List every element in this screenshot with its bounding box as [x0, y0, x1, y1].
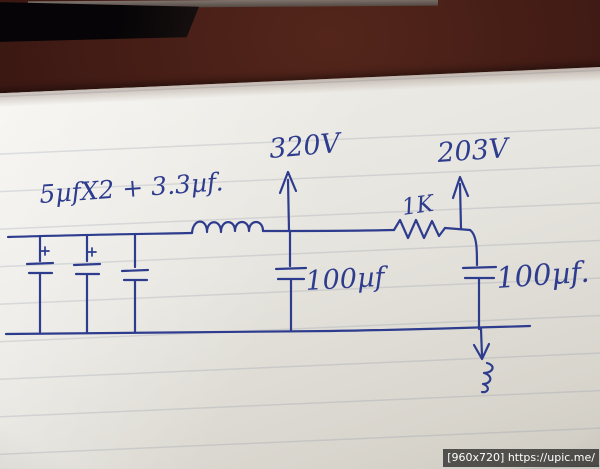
capacitor-right	[461, 228, 498, 331]
ground-symbol-arrow	[472, 342, 491, 361]
resistor-label: 1K	[400, 191, 437, 221]
capacitor-1	[25, 234, 55, 334]
resistor-zigzag	[392, 218, 447, 240]
top-rail-wire-right	[443, 226, 472, 232]
voltage-203-label: 203V	[435, 133, 512, 169]
voltage-arrow-203-stem	[458, 182, 463, 231]
voltage-arrow-320-stem	[286, 178, 291, 233]
inductor-coil	[190, 220, 265, 235]
watermark: [960x720] https://upic.me/	[443, 448, 599, 467]
voltage-arrow-203-head	[451, 175, 470, 200]
capacitor-2	[72, 233, 102, 334]
capacitor-2-plus-icon	[87, 247, 97, 257]
capacitor-1-plus-icon	[40, 246, 50, 256]
top-rail-wire-mid	[261, 228, 396, 233]
voltage-arrow-320-head	[278, 170, 298, 195]
voltage-320-label: 320V	[268, 128, 344, 165]
bottom-rail-wire	[4, 324, 532, 336]
cap-right-label: 100µf.	[495, 255, 590, 295]
ground-symbol-squiggle	[480, 361, 494, 394]
capacitor-3	[120, 232, 150, 334]
cap-bank-label: 5µfX2 + 3.3µf.	[38, 167, 224, 209]
top-rail-wire	[6, 231, 194, 239]
dark-object	[0, 2, 199, 42]
capacitor-mid	[274, 229, 308, 333]
ground-symbol-stem	[479, 327, 484, 358]
cap-mid-label: 100µf	[305, 262, 390, 297]
